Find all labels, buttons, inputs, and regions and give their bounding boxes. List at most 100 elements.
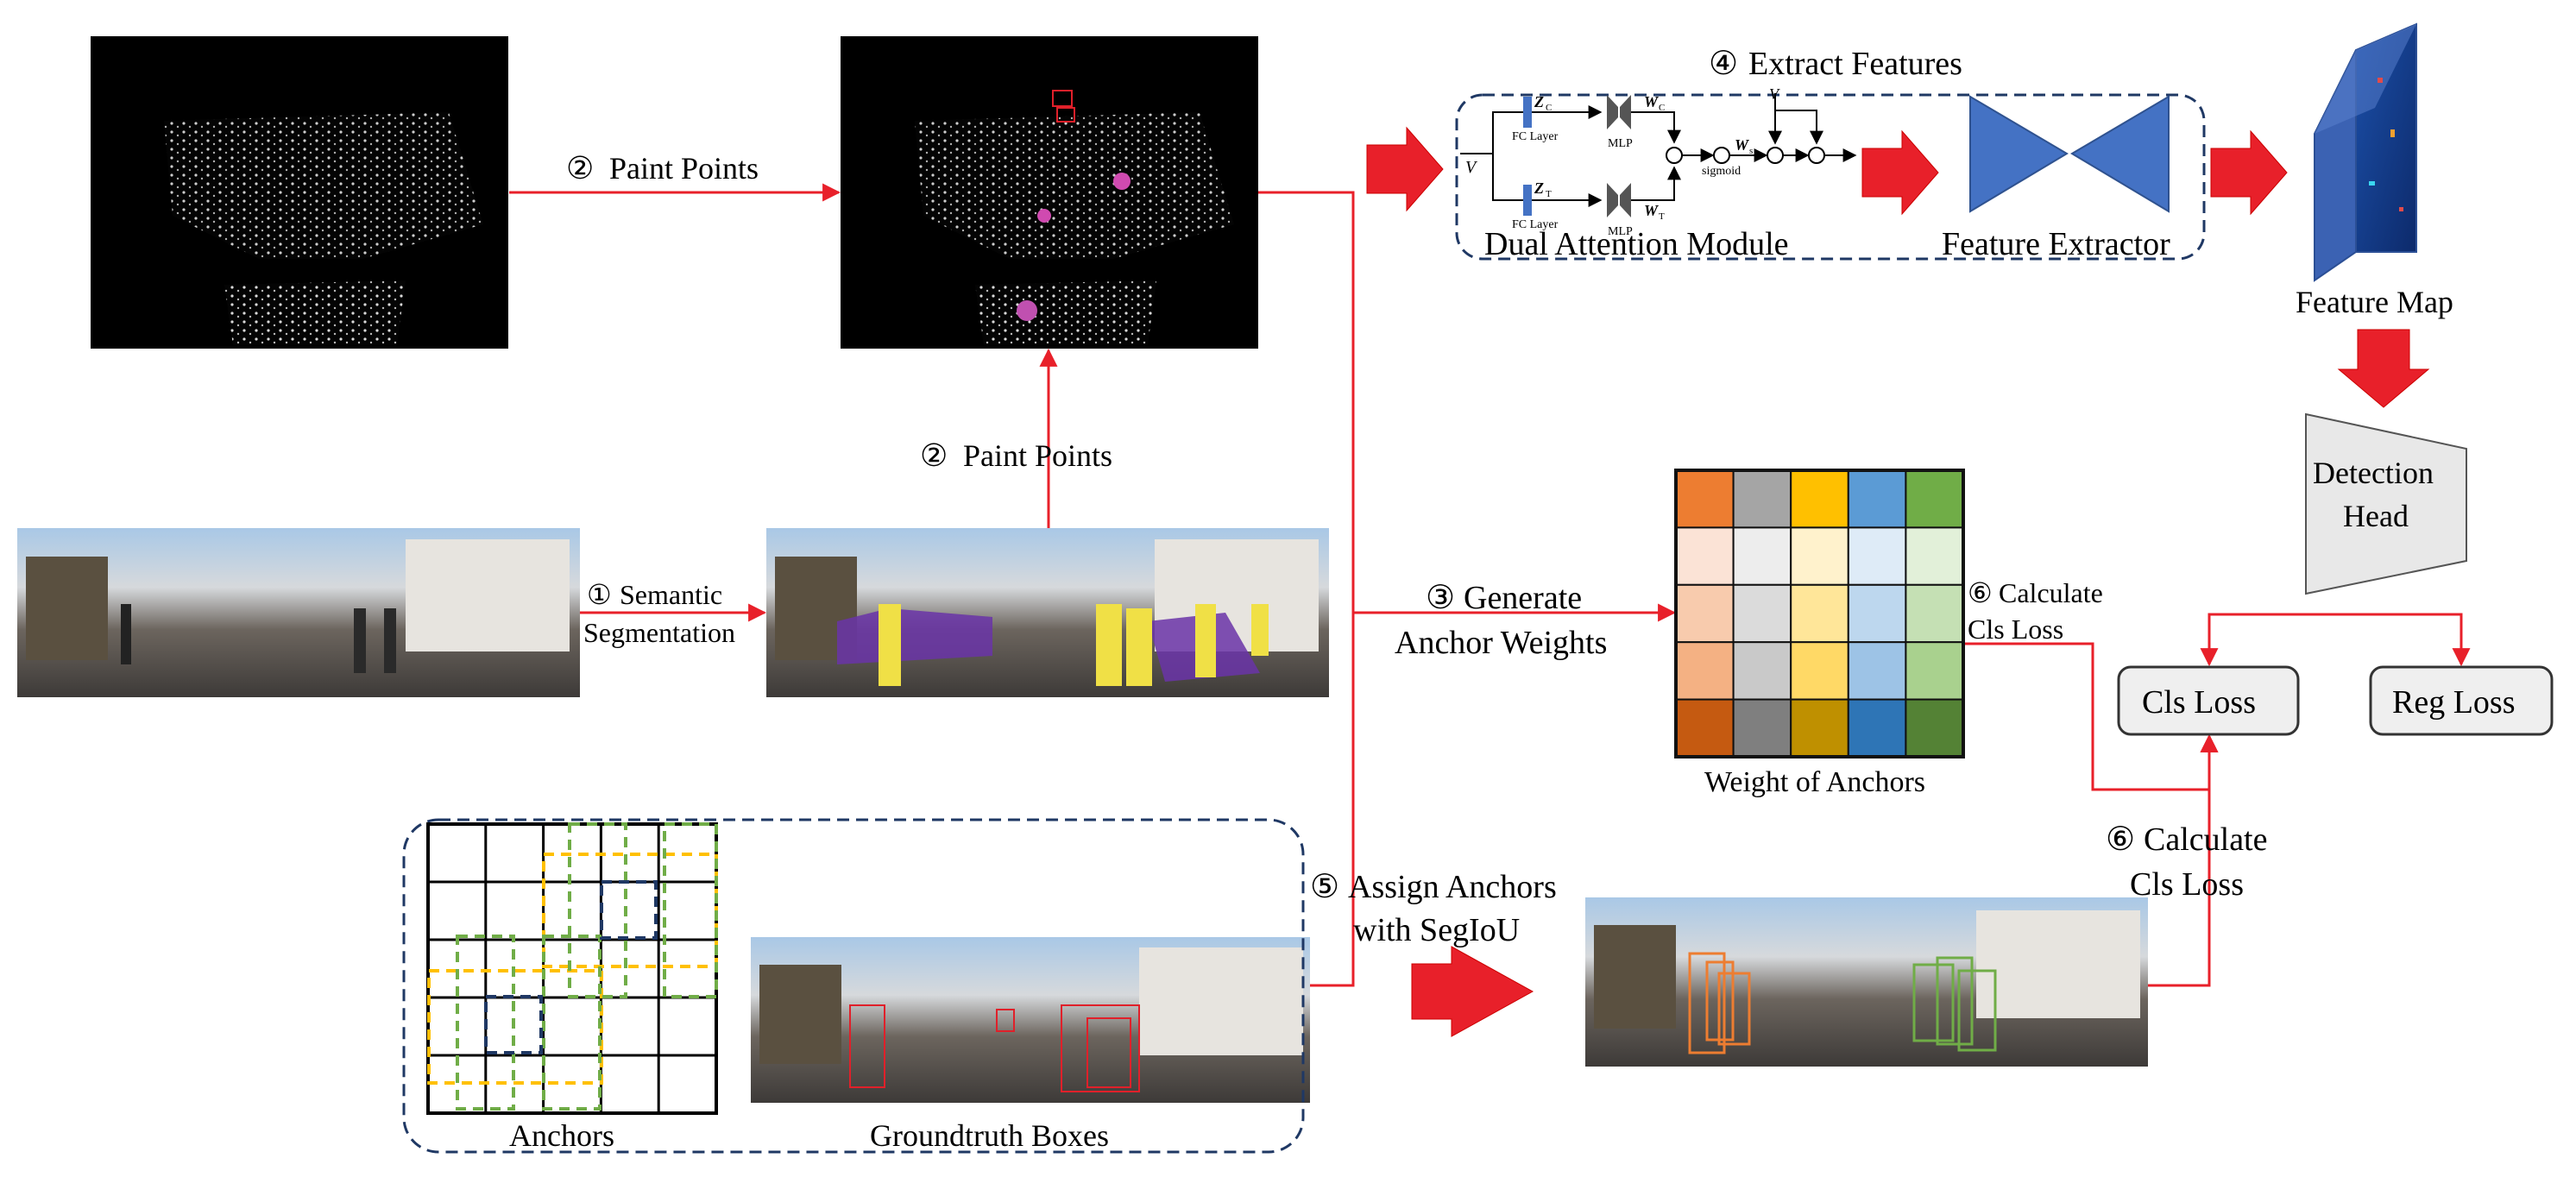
label-calc-2b: Cls Loss — [2130, 866, 2244, 903]
anchors-groundtruth-box — [402, 818, 1305, 1154]
step-3: ③ — [1426, 580, 1455, 616]
step-6b: ⑥ — [2106, 821, 2135, 858]
label-generate: Generate — [1464, 580, 1582, 616]
weight-cell — [1847, 583, 1907, 644]
label-groundtruth-boxes: Groundtruth Boxes — [870, 1118, 1109, 1153]
arrow-to-reg — [2386, 613, 2471, 667]
step-4: ④ — [1709, 46, 1738, 82]
extract-features-box — [1455, 93, 2206, 261]
weight-cell — [1675, 698, 1735, 758]
mlp-bottom — [1607, 183, 1618, 217]
fc-layer-bottom — [1523, 185, 1532, 216]
module-w: W — [1735, 136, 1750, 154]
weight-cell — [1675, 526, 1735, 586]
anchor-grid — [426, 822, 718, 1115]
sigmoid-node — [1713, 147, 1730, 164]
weight-cell — [1790, 469, 1849, 529]
module-mlp-top: MLP — [1608, 137, 1633, 150]
module-sigmoid: sigmoid — [1702, 165, 1741, 178]
label-calc-1b: Cls Loss — [1968, 614, 2063, 645]
weight-grid-border — [1674, 469, 1965, 758]
reg-loss-box — [2369, 665, 2554, 736]
block-arrow-5 — [1411, 946, 1534, 1037]
anchor-overlays — [427, 822, 718, 1111]
step-2a: ② — [566, 151, 594, 186]
weight-cell — [1905, 641, 1964, 701]
block-arrow-3 — [2210, 129, 2288, 216]
module-v-top: V — [1769, 85, 1780, 103]
camera-image-segmented — [766, 528, 1329, 697]
sum-node-1 — [1666, 147, 1683, 164]
connectors — [509, 183, 2471, 987]
weight-cell — [1732, 641, 1792, 701]
weight-cell — [1675, 583, 1735, 644]
weight-cell — [1905, 526, 1964, 586]
label-dual-attention: Dual Attention Module — [1484, 226, 1789, 262]
cls-loss-box — [2117, 665, 2300, 736]
module-wt-sub: T — [1659, 211, 1665, 222]
feature-map-shape — [2314, 22, 2417, 282]
label-weight-of-anchors: Weight of Anchors — [1704, 766, 1925, 798]
step-2b: ② — [920, 438, 948, 473]
add-node — [1808, 147, 1825, 164]
block-arrow-1 — [1366, 126, 1444, 212]
dual-attention-module — [1460, 93, 1857, 217]
weight-cell — [1847, 526, 1907, 586]
multiply-node — [1767, 147, 1784, 164]
module-fc-top: FC Layer — [1512, 130, 1559, 143]
module-fc-bottom: FC Layer — [1512, 218, 1559, 231]
anchor-weight-grid — [1674, 469, 1965, 758]
arrow-assigned-cls — [2148, 733, 2219, 987]
weight-cell — [1905, 469, 1964, 529]
detection-head-shape — [2305, 412, 2467, 595]
weight-cell — [1732, 469, 1792, 529]
label-segmentation: Segmentation — [583, 617, 735, 648]
label-detection: Detection — [2313, 456, 2434, 490]
weight-cell — [1790, 698, 1849, 758]
module-w-sub: s — [1749, 146, 1753, 156]
module-wc: W — [1644, 93, 1660, 110]
weight-cell — [1905, 698, 1964, 758]
feature-extractor-shape — [1969, 95, 2170, 213]
block-arrows — [1366, 126, 2430, 1037]
module-zc: Z — [1534, 93, 1544, 110]
weight-cell — [1675, 469, 1735, 529]
module-zt: Z — [1534, 179, 1544, 197]
weight-cell — [1847, 641, 1907, 701]
module-wc-sub: C — [1659, 103, 1665, 113]
fc-layer-top — [1523, 97, 1532, 128]
weight-cell — [1732, 698, 1792, 758]
weight-cell — [1847, 469, 1907, 529]
weight-cell — [1675, 641, 1735, 701]
weight-cell — [1732, 526, 1792, 586]
step-6a: ⑥ — [1968, 577, 1993, 608]
label-feature-map: Feature Map — [2296, 285, 2453, 319]
weight-cell — [1790, 526, 1849, 586]
weight-cell — [1790, 583, 1849, 644]
module-mlp-bottom: MLP — [1608, 225, 1633, 238]
label-feature-extractor: Feature Extractor — [1942, 226, 2170, 262]
label-reg-loss: Reg Loss — [2392, 684, 2516, 721]
arrow-to-cls — [2200, 613, 2386, 667]
point-cloud-painted — [841, 36, 1258, 349]
block-arrow-4 — [2337, 329, 2430, 408]
camera-image-input — [17, 528, 580, 697]
label-calc-1a: Calculate — [1999, 577, 2103, 608]
weight-cell — [1905, 583, 1964, 644]
label-paint-points-mid: Paint Points — [963, 438, 1112, 473]
module-wt: W — [1644, 202, 1660, 219]
label-extract-features: Extract Features — [1748, 46, 1962, 82]
step-5: ⑤ — [1310, 869, 1339, 905]
label-assign: Assign Anchors — [1348, 869, 1557, 905]
line-trunk — [1258, 191, 1355, 987]
weight-cell — [1732, 583, 1792, 644]
module-zc-sub: C — [1546, 103, 1552, 113]
block-arrow-2 — [1861, 129, 1939, 216]
camera-image-groundtruth — [751, 937, 1310, 1103]
label-paint-points-top: Paint Points — [609, 151, 759, 186]
mlp-top — [1607, 95, 1618, 129]
label-head: Head — [2343, 499, 2409, 533]
weight-cell — [1790, 641, 1849, 701]
